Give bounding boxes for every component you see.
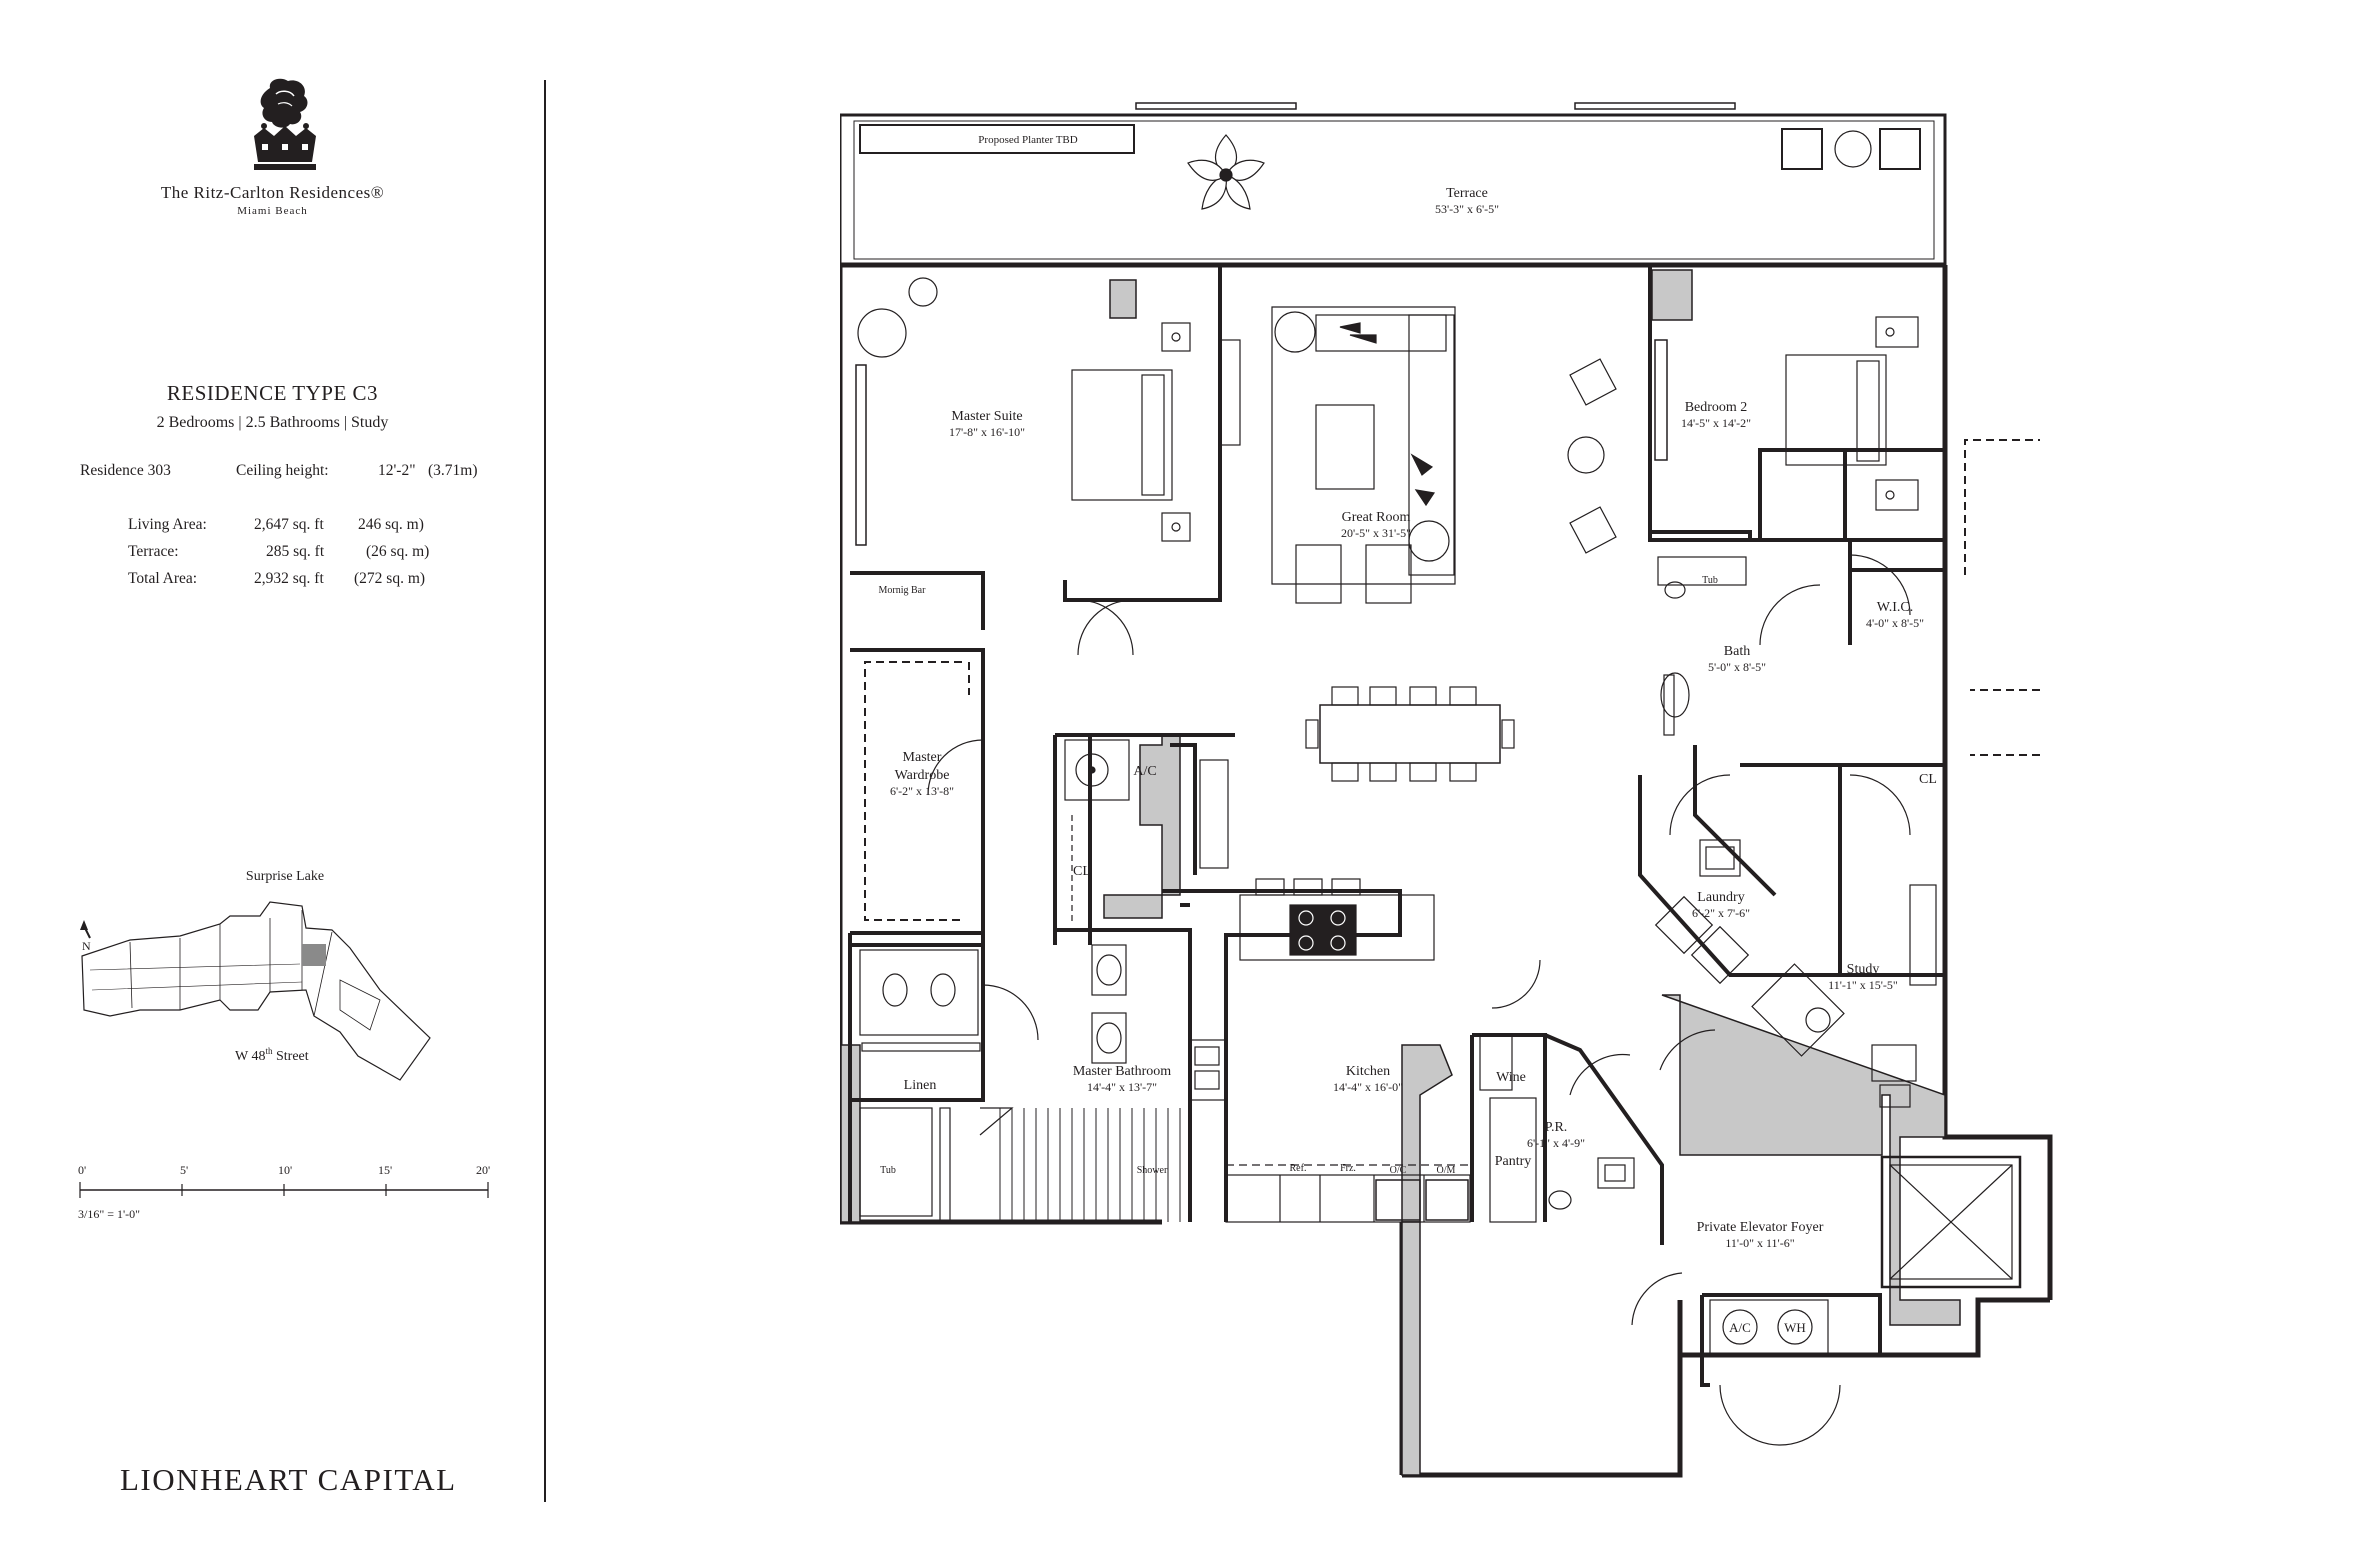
terrace <box>840 102 1947 267</box>
laundry-study-furniture <box>1654 839 1937 1108</box>
closet-label: CL <box>1919 772 1937 787</box>
elevator-foyer <box>1709 1155 2022 1356</box>
brand-title: The Ritz-Carlton Residences® <box>160 183 385 202</box>
room-name: Laundry <box>1697 890 1744 905</box>
scale-bar: 0' 5' 10' 15' 20' 3/16" = 1'-0" <box>78 1163 490 1221</box>
room-name: P.R. <box>1545 1120 1568 1135</box>
wardrobe-rods <box>864 439 2040 921</box>
room-name: Master <box>903 750 942 765</box>
pantry-label: Pantry <box>1495 1154 1532 1169</box>
room-dims: 20'-5" x 31'-5" <box>1341 526 1411 540</box>
master-suite-furniture <box>855 277 1241 546</box>
room-dims: 5'-0" x 8'-5" <box>1708 660 1766 674</box>
north-label: N <box>82 939 91 953</box>
area-label: Living Area: <box>128 516 207 533</box>
area-sqm: 246 sq. m) <box>358 516 424 533</box>
room-dims: 14'-4" x 16'-0" <box>1333 1080 1403 1094</box>
residence-number: Residence 303 <box>80 462 171 479</box>
room-dims: 6'-1" x 4'-9" <box>1527 1136 1585 1150</box>
wine-label: Wine <box>1496 1070 1526 1085</box>
residence-summary: 2 Bedrooms | 2.5 Bathrooms | Study <box>156 414 389 431</box>
area-sqft: 285 sq. ft <box>266 543 325 560</box>
plant-icon <box>1187 134 1265 210</box>
room-dims: 17'-8" x 16'-10" <box>949 425 1025 439</box>
scale-tick-label: 20' <box>476 1163 490 1177</box>
room-dims: 11'-1" x 15'-5" <box>1828 978 1898 992</box>
room-dims: 53'-3" x 6'-5" <box>1435 202 1499 216</box>
room-name: Private Elevator Foyer <box>1697 1220 1824 1235</box>
room-name: Kitchen <box>1346 1064 1390 1079</box>
structural-walls <box>840 269 1961 1476</box>
scale-tick-label: 5' <box>180 1163 188 1177</box>
ceiling-label: Ceiling height: <box>236 462 329 479</box>
area-sqm: (26 sq. m) <box>366 543 430 560</box>
powder-pantry-fixtures <box>1479 1034 1635 1223</box>
room-name: Master Suite <box>951 409 1022 424</box>
room-name: Bath <box>1724 644 1750 659</box>
room-dims: 6'-2" x 13'-8" <box>890 784 954 798</box>
room-name: Wardrobe <box>895 768 950 783</box>
scale-tick-label: 15' <box>378 1163 392 1177</box>
closet-label: CL <box>1073 864 1091 879</box>
room-labels: Proposed Planter TBD Terrace 53'-3" x 6'… <box>879 134 1937 1335</box>
scale-tick-label: 10' <box>278 1163 292 1177</box>
keyplan-top-label: Surprise Lake <box>246 869 324 884</box>
area-sqft: 2,647 sq. ft <box>254 516 324 533</box>
ac-label: A/C <box>1133 764 1156 779</box>
floor-plan: Proposed Planter TBD Terrace 53'-3" x 6'… <box>840 102 2053 1478</box>
info-sidebar: The Ritz-Carlton Residences® Miami Beach… <box>0 0 545 1566</box>
room-dims: 14'-5" x 14'-2" <box>1681 416 1751 430</box>
scale-note: 3/16" = 1'-0" <box>78 1207 140 1221</box>
morning-bar-label: Mornig Bar <box>879 585 927 596</box>
ceiling-height-ft: 12'-2" <box>378 462 416 479</box>
lion-crown-logo <box>254 78 316 170</box>
keyplan-street-label: W 48th Street <box>235 1046 309 1064</box>
ac-closet <box>1064 739 1229 925</box>
kitchen-fixtures <box>1189 878 1471 1223</box>
room-name: Study <box>1847 962 1880 977</box>
room-dims: 11'-0" x 11'-6" <box>1725 1236 1794 1250</box>
residence-type-heading: RESIDENCE TYPE C3 <box>166 381 379 405</box>
tub-label: Tub <box>1702 575 1718 586</box>
great-room-furniture <box>1271 306 1617 782</box>
area-sqm: (272 sq. m) <box>354 570 426 587</box>
planter-label: Proposed Planter TBD <box>978 134 1077 146</box>
north-arrow-head-icon <box>80 920 88 930</box>
brand-subtitle: Miami Beach <box>237 205 308 217</box>
interior-walls <box>848 265 1947 1387</box>
key-plan-map: Surprise Lake N W 48th Street <box>80 869 431 1081</box>
ref-label: Ref. <box>1290 1163 1307 1174</box>
sidebar-divider <box>544 80 546 1502</box>
room-dims: 14'-4" x 13'-7" <box>1087 1080 1157 1094</box>
frz-label: Frz. <box>1340 1163 1356 1174</box>
room-name: Master Bathroom <box>1073 1064 1171 1079</box>
area-label: Terrace: <box>128 543 179 560</box>
room-name: Great Room <box>1342 510 1411 525</box>
master-bathroom-fixtures <box>859 944 1181 1223</box>
ceiling-height-m: (3.71m) <box>428 462 478 479</box>
room-dims: 6'-2" x 7'-6" <box>1692 906 1750 920</box>
shower-label: Shower <box>1137 1165 1168 1176</box>
water-heater-label: WH <box>1784 1320 1806 1335</box>
scale-tick-label: 0' <box>78 1163 86 1177</box>
room-dims: 4'-0" x 8'-5" <box>1866 616 1924 630</box>
room-name: W.I.C. <box>1877 600 1913 615</box>
area-label: Total Area: <box>128 570 198 587</box>
oc-label: O/C <box>1390 1165 1407 1176</box>
tub-label: Tub <box>880 1165 896 1176</box>
door-swings <box>927 554 1911 1446</box>
linen-label: Linen <box>904 1078 937 1093</box>
bedroom-2-furniture <box>1654 316 1919 736</box>
developer-logo: LIONHEART CAPITAL <box>120 1462 457 1497</box>
area-sqft: 2,932 sq. ft <box>254 570 324 587</box>
ac-unit-label: A/C <box>1729 1320 1751 1335</box>
om-label: O/M <box>1437 1165 1456 1176</box>
room-name: Terrace <box>1446 186 1488 201</box>
room-name: Bedroom 2 <box>1685 400 1748 415</box>
